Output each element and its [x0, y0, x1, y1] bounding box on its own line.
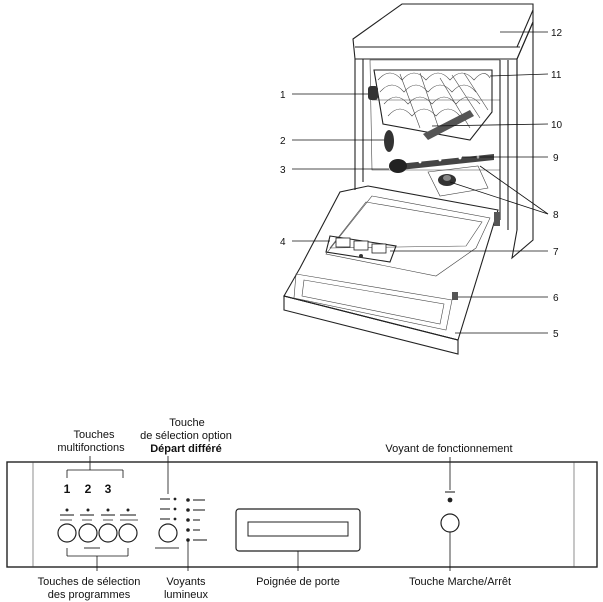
upper-basket — [373, 69, 493, 141]
detergent-dispenser — [325, 235, 397, 263]
option-label-line3: Départ différé — [150, 443, 222, 455]
basket-height-adjuster — [368, 86, 378, 100]
selection-label-line2: des programmes — [48, 589, 131, 601]
program-button-2[interactable] — [78, 523, 98, 543]
program-group-marking — [84, 547, 100, 549]
open-door — [283, 185, 500, 355]
on-off-button[interactable] — [440, 513, 460, 533]
callout-1: 1 — [280, 90, 286, 101]
callout-11: 11 — [551, 70, 562, 81]
delay-legends — [155, 497, 179, 549]
dishwasher-illustration — [283, 3, 534, 355]
callout-7: 7 — [553, 247, 559, 258]
water-hardness-dial — [384, 130, 394, 152]
power-indicator-label — [445, 491, 455, 493]
touches-label-line2: multifonctions — [57, 442, 125, 454]
callout-3: 3 — [280, 165, 286, 176]
callout-numbers: 1 2 3 4 5 6 7 8 9 10 11 12 — [280, 28, 563, 340]
indicator-light-2 — [186, 508, 190, 512]
program-button-3[interactable] — [98, 523, 118, 543]
program-legends — [60, 508, 138, 521]
program-button-1[interactable] — [57, 523, 77, 543]
callout-6: 6 — [553, 293, 559, 304]
callout-2: 2 — [280, 136, 286, 147]
voyant-fonctionnement-label: Voyant de fonctionnement — [385, 443, 512, 455]
upper-spray-arm — [423, 110, 474, 140]
callout-5: 5 — [553, 329, 559, 340]
poignee-label: Poignée de porte — [256, 576, 340, 588]
salt-container — [389, 159, 407, 173]
button-number-2: 2 — [85, 482, 92, 496]
indicator-light-4 — [186, 528, 190, 532]
touches-label-line1: Touches — [74, 429, 115, 441]
door-handle[interactable] — [235, 508, 361, 552]
control-panel: Touches multifonctions Touche de sélecti… — [6, 417, 598, 601]
callout-12: 12 — [551, 28, 563, 39]
program-button-4[interactable] — [118, 523, 138, 543]
callout-10: 10 — [551, 120, 563, 131]
delay-start-button[interactable] — [158, 523, 178, 543]
selection-label-line1: Touches de sélection — [38, 576, 141, 588]
button-number-1: 1 — [64, 482, 71, 496]
power-indicator-light — [447, 497, 453, 503]
marche-arret-label: Touche Marche/Arrêt — [409, 576, 511, 588]
callout-4: 4 — [280, 237, 286, 248]
button-number-3: 3 — [105, 482, 112, 496]
callout-9: 9 — [553, 153, 559, 164]
option-label-line1: Touche — [169, 417, 204, 429]
indicator-light-3 — [186, 518, 190, 522]
filter-assembly — [427, 165, 489, 197]
indicator-lights — [186, 498, 207, 542]
indicator-light-1 — [186, 498, 190, 502]
option-label-line2: de sélection option — [140, 430, 232, 442]
callout-8: 8 — [553, 210, 559, 221]
lower-spray-arm — [398, 154, 494, 170]
voyants-label-line1: Voyants — [166, 576, 206, 588]
voyants-label-line2: lumineux — [164, 589, 209, 601]
callout-lines — [292, 31, 549, 334]
